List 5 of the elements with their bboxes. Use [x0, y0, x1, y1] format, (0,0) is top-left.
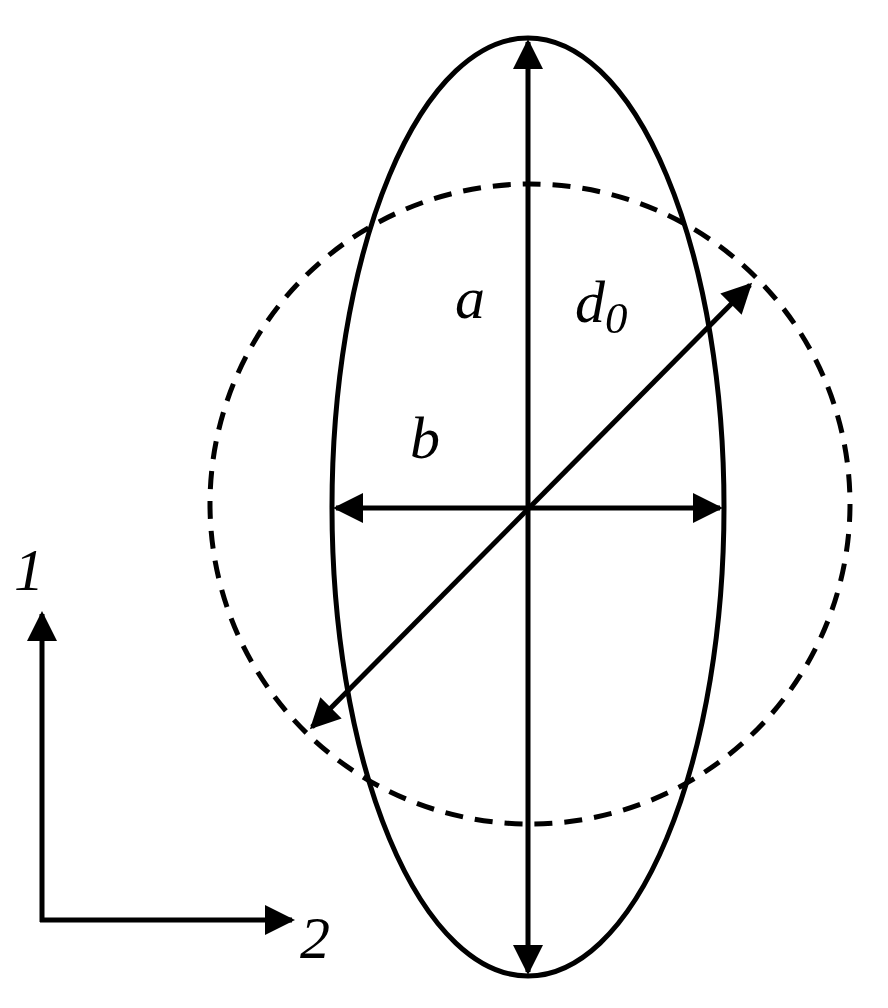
dimension-label: a — [455, 268, 485, 328]
axis-label: 1 — [14, 540, 44, 600]
axis-label: 2 — [300, 908, 330, 968]
dimension-label: b — [410, 408, 440, 468]
dimension-label: d$_{0}$ — [575, 272, 628, 332]
